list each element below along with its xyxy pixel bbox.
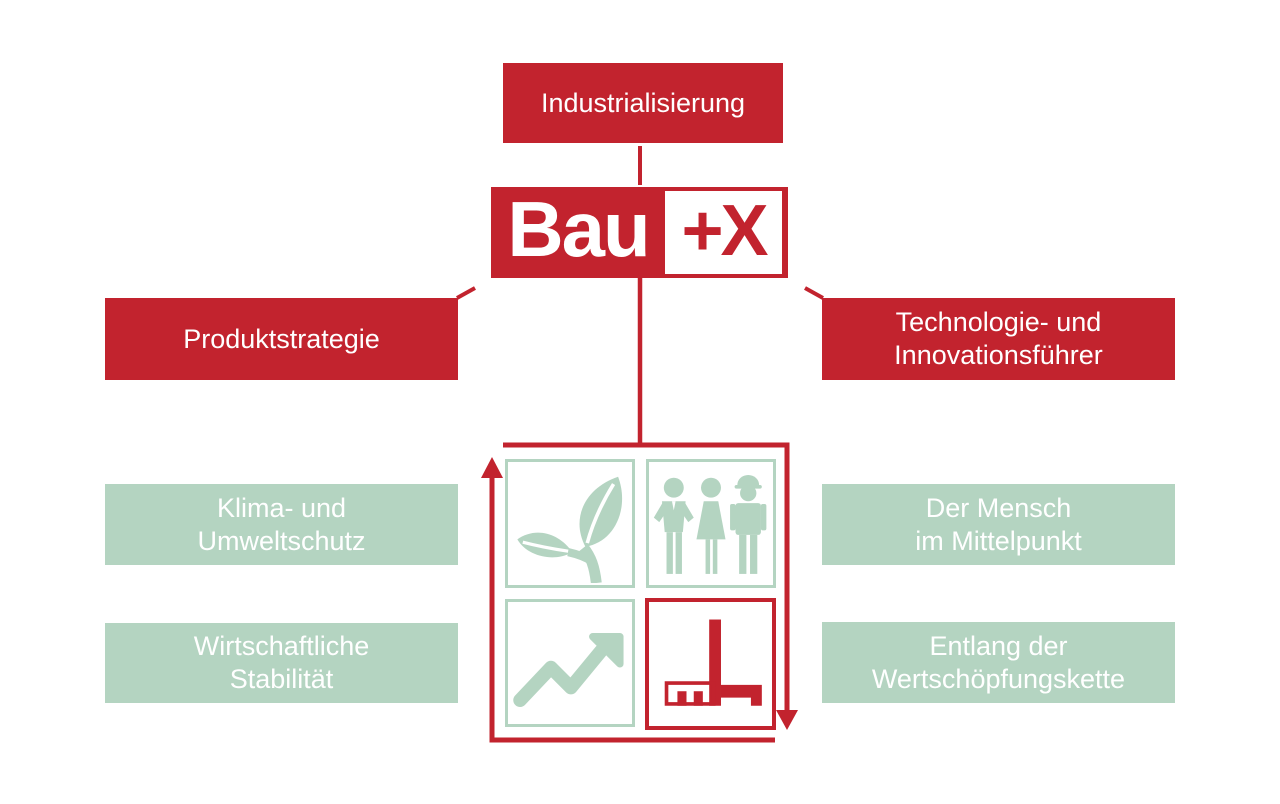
industrialisierung-label: Industrialisierung [540,87,746,118]
grid-cell-economy [505,599,635,727]
logo-bau-text: Bau [507,185,650,273]
technologie-label: Technologie- und Innovationsführer [894,307,1103,370]
industrialisierung-box: Industrialisierung [503,63,783,143]
logo-plusx-text: +X [665,191,782,274]
grid-cell-company [645,598,776,730]
wertschoepfung-label: Entlang der Wertschöpfungskette [871,630,1126,694]
klima-label: Klima- und Umweltschutz [197,492,366,556]
produktstrategie-box: Produktstrategie [105,298,458,380]
wertschoepfung-box: Entlang der Wertschöpfungskette [822,622,1175,703]
connector-diagonal-left [456,286,476,300]
arrow-down-icon [776,710,798,730]
grid-cell-environment [505,459,635,588]
produktstrategie-label: Produktstrategie [183,323,380,354]
growth-arrow-icon [513,633,624,708]
arrow-up-icon [481,457,503,478]
connector-diagonal-right [804,286,824,300]
mensch-label: Der Mensch im Mittelpunkt [915,492,1082,556]
klima-box: Klima- und Umweltschutz [105,484,458,565]
stabilitaet-label: Wirtschaftliche Stabilität [193,631,370,694]
sprout-icon [517,476,623,583]
baux-logo: Bau +X [491,185,788,278]
grid-cell-people [646,459,776,588]
mensch-box: Der Mensch im Mittelpunkt [822,484,1175,565]
people-icon [653,474,767,574]
stabilitaet-box: Wirtschaftliche Stabilität [105,623,458,703]
mb-logo-icon [664,619,762,706]
technologie-box: Technologie- und Innovationsführer [822,298,1175,380]
